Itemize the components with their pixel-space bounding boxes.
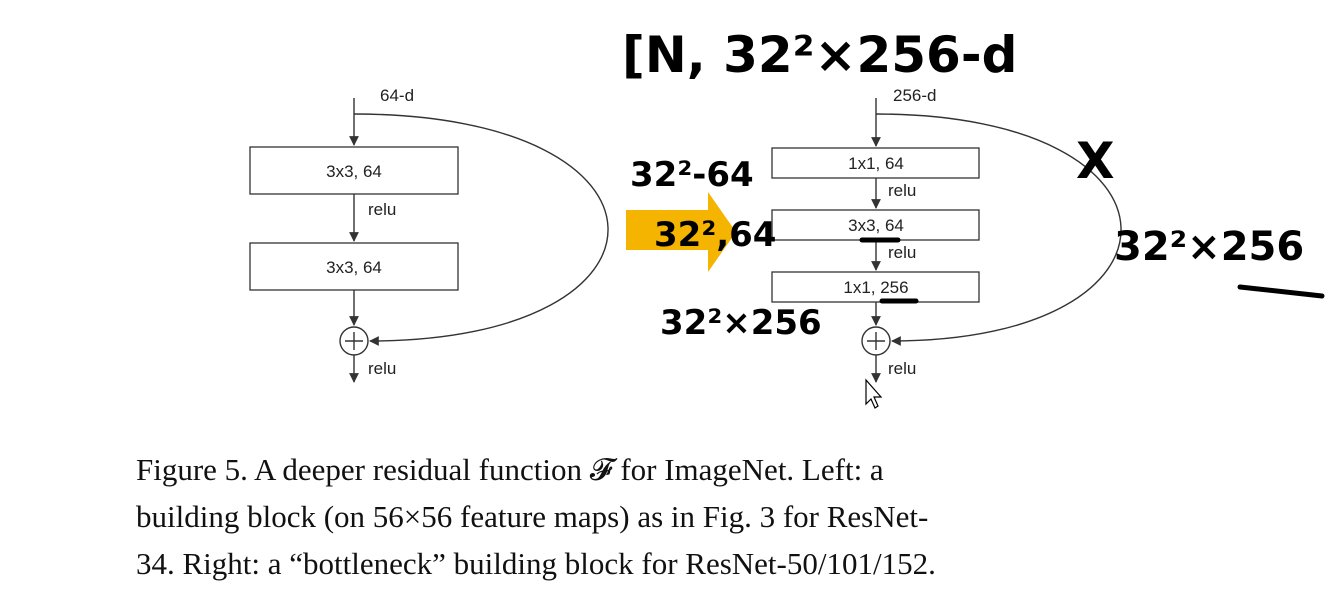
left-layer2-box [249,242,459,291]
highlight-arrow-icon [626,192,736,272]
caption-line-3: 34. Right: a “bottleneck” building block… [136,546,936,581]
annotation-after-layer3: 32²×256 [660,303,822,343]
left-relu1: relu [368,200,396,219]
left-relu-out: relu [368,359,396,378]
annotation-shortcut-cross: X [1076,132,1115,190]
left-layer2-label: 3x3, 64 [326,258,382,277]
annotation-shortcut-shape: 32²×256 [1114,224,1304,270]
right-relu2: relu [888,243,916,262]
caption-line-2: building block (on 56×56 feature maps) a… [136,499,929,534]
right-layer1-label: 1x1, 64 [848,154,904,173]
right-relu-out: relu [888,359,916,378]
right-layer1-box [771,147,980,179]
figure-caption: Figure 5. A deeper residual function 𝓕 f… [136,446,1166,587]
annotation-after-layer1: 32²-64 [630,155,754,195]
right-layer3-label: 1x1, 256 [843,278,908,297]
annotation-after-layer2: 32²,64 [654,215,776,255]
right-relu1: relu [888,181,916,200]
left-layer1-label: 3x3, 64 [326,162,382,181]
left-shortcut-curve [353,113,609,346]
right-shortcut-curve [875,113,1122,346]
left-building-block: 64-d 3x3, 64 relu 3x3, 64 relu [249,86,609,383]
right-input-label: 256-d [893,86,936,105]
handwritten-annotations: [N, 32²×256-d 32²-64 32²,64 32²×256 X 32… [622,26,1325,343]
annotation-top: [N, 32²×256-d [622,26,1017,84]
residual-diagram: 64-d 3x3, 64 relu 3x3, 64 relu 256-d 1x1… [249,26,1325,409]
caption-line-1: Figure 5. A deeper residual function 𝓕 f… [136,452,884,487]
right-bottleneck-block: 256-d 1x1, 64 relu 3x3, 64 relu 1x1, 256… [771,86,1122,383]
annotation-underline-256 [1237,284,1325,299]
left-input-label: 64-d [380,86,414,105]
right-layer3-box [771,271,980,303]
mouse-cursor-icon [865,378,883,409]
right-layer2-label: 3x3, 64 [848,216,904,235]
